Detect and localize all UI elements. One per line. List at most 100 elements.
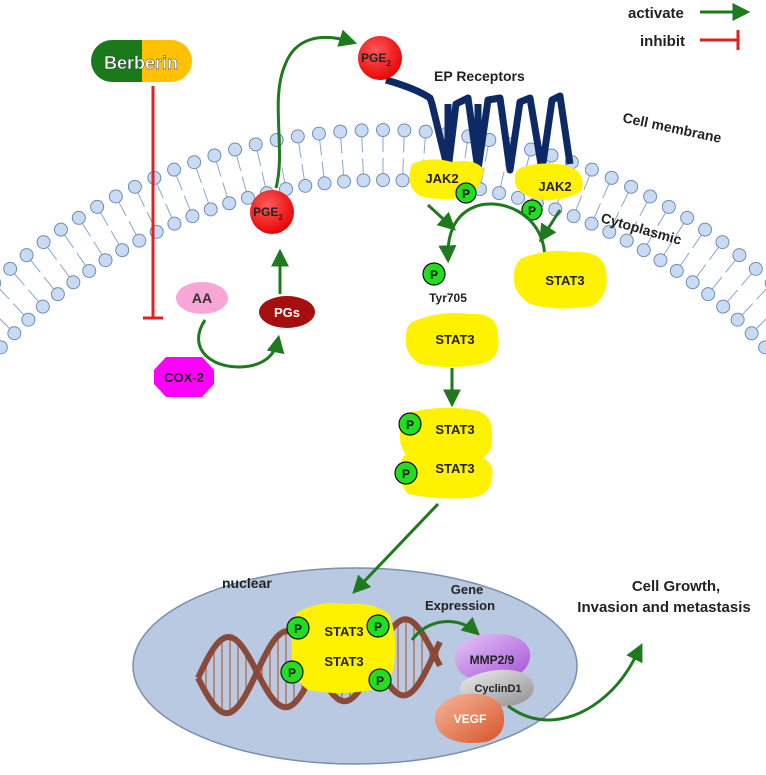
svg-text:P: P bbox=[374, 620, 382, 634]
ep-receptors-label: EP Receptors bbox=[434, 68, 525, 84]
mmp-shape bbox=[454, 633, 531, 682]
outcome-label-line2: Invasion and metastasis bbox=[577, 599, 750, 616]
jak2-right-shape bbox=[514, 163, 583, 200]
lipid-head bbox=[298, 178, 313, 193]
gene-expression-label-line2: Expression bbox=[425, 598, 495, 613]
outcome-arrow bbox=[507, 643, 643, 722]
lipid-head bbox=[395, 173, 410, 188]
lipid-head bbox=[185, 209, 200, 224]
aa-label: AA bbox=[192, 290, 212, 306]
lipid-head bbox=[71, 210, 86, 225]
lipid-head bbox=[90, 199, 105, 214]
lipid-head bbox=[732, 248, 747, 263]
lipid-head bbox=[566, 209, 581, 224]
lipid-head bbox=[187, 155, 202, 170]
svg-text:P: P bbox=[430, 268, 438, 282]
lipid-head bbox=[21, 312, 36, 327]
lipid-head bbox=[337, 174, 352, 189]
phosphate-nuclear-3: P bbox=[280, 660, 304, 684]
lipid-tail bbox=[756, 288, 766, 300]
lipid-head bbox=[290, 129, 305, 144]
svg-text:P: P bbox=[528, 204, 536, 218]
lipid-head bbox=[0, 279, 2, 288]
aa-to-pgs-arrow bbox=[197, 319, 285, 369]
lipid-head bbox=[203, 202, 218, 217]
lipid-head bbox=[53, 222, 68, 237]
lipid-head bbox=[758, 340, 766, 355]
svg-text:P: P bbox=[402, 467, 410, 481]
lipid-head bbox=[108, 189, 123, 204]
stat3-phospho-label: STAT3 bbox=[435, 332, 474, 347]
pgs-shape bbox=[259, 296, 315, 328]
pge2-inner-label: PGE2 bbox=[253, 205, 283, 222]
phosphate-dimer-bottom: P bbox=[394, 461, 418, 485]
lipid-head bbox=[317, 176, 332, 191]
stat3-nuclear-bottom-label: STAT3 bbox=[324, 654, 363, 669]
lipid-head bbox=[127, 179, 142, 194]
phosphate-jak2-left: P bbox=[455, 182, 477, 204]
svg-text:P: P bbox=[406, 418, 414, 432]
lipid-head bbox=[207, 148, 222, 163]
outcome-label-line1: Cell Growth, bbox=[632, 578, 720, 595]
pgs-label: PGs bbox=[274, 305, 300, 320]
gene-expression-arrow bbox=[410, 616, 481, 641]
lipid-head bbox=[602, 224, 617, 239]
lipid-head bbox=[397, 123, 412, 138]
lipid-head bbox=[548, 202, 563, 217]
mmp-label: MMP2/9 bbox=[470, 653, 515, 667]
lipid-head bbox=[715, 235, 730, 250]
lipid-head bbox=[248, 137, 263, 152]
lipid-head bbox=[3, 261, 18, 276]
lipid-head bbox=[716, 299, 731, 314]
lipid-head bbox=[36, 235, 51, 250]
lipid-head bbox=[511, 190, 526, 205]
svg-text:P: P bbox=[376, 674, 384, 688]
phosphate-tyr705: P bbox=[422, 262, 446, 286]
lipid-head bbox=[584, 216, 599, 231]
lipid-head bbox=[115, 243, 130, 258]
nuclear-label: nuclear bbox=[222, 575, 272, 591]
lipid-head bbox=[604, 170, 619, 185]
stat3-phospho-shape bbox=[405, 313, 499, 367]
phosphate-nuclear-4: P bbox=[368, 668, 392, 692]
aa-shape bbox=[176, 282, 228, 314]
lipid-head bbox=[680, 210, 695, 225]
cell-membrane-label: Cell membrane bbox=[621, 109, 723, 146]
lipid-head bbox=[685, 275, 700, 290]
ep-receptor-shape bbox=[385, 76, 574, 174]
legend-activate-label: activate bbox=[628, 5, 684, 22]
jak2-right-label: JAK2 bbox=[538, 179, 571, 194]
lipid-head bbox=[356, 173, 371, 188]
lipid-head bbox=[653, 253, 668, 268]
pge2-inner-circle bbox=[250, 190, 294, 234]
lipid-head bbox=[418, 124, 433, 139]
pge2-export-arrow bbox=[274, 29, 358, 189]
lipid-head bbox=[227, 142, 242, 157]
lipid-head bbox=[269, 133, 284, 148]
jak2-to-stat3-phospho-arrow bbox=[438, 202, 547, 264]
lipid-head bbox=[240, 190, 255, 205]
lipid-head bbox=[50, 287, 65, 302]
pge2-outer-circle bbox=[358, 36, 402, 80]
vegf-label: VEGF bbox=[454, 712, 487, 726]
lipid-head bbox=[66, 275, 81, 290]
lipid-head bbox=[167, 162, 182, 177]
stat3-dimer-bottom-shape bbox=[399, 451, 493, 499]
lipid-head bbox=[222, 196, 237, 211]
lipid-head bbox=[661, 199, 676, 214]
stat3-nuclear-top-label: STAT3 bbox=[324, 624, 363, 639]
cyclind1-label: CyclinD1 bbox=[474, 683, 521, 695]
pge2-outer-label: PGE2 bbox=[361, 51, 391, 68]
lipid-head bbox=[354, 123, 369, 138]
svg-text:P: P bbox=[462, 187, 470, 201]
legend: activate inhibit bbox=[628, 3, 751, 50]
lipid-head bbox=[7, 326, 22, 341]
lipid-head bbox=[132, 233, 147, 248]
lipid-head bbox=[643, 189, 658, 204]
cell-membrane bbox=[0, 123, 766, 355]
stat3-dimer-bottom-label: STAT3 bbox=[435, 461, 474, 476]
svg-text:P: P bbox=[288, 666, 296, 680]
jak2-left-label: JAK2 bbox=[425, 171, 458, 186]
stat3-free-shape bbox=[513, 250, 607, 309]
